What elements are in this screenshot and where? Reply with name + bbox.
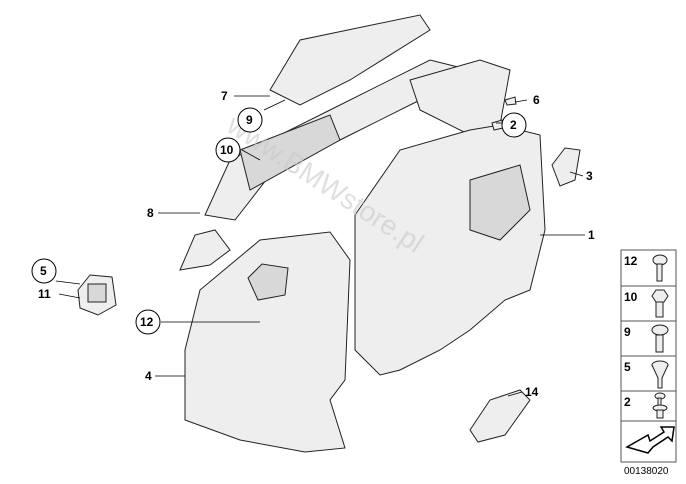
part-11-inner [87, 283, 107, 303]
part-side-panel-recess [469, 164, 531, 241]
legend-10: 10 [624, 290, 638, 304]
drawing-number: 00138020 [624, 466, 669, 477]
part-lower-panel[interactable] [184, 231, 351, 453]
legend-5: 5 [624, 360, 631, 374]
part-6-clip[interactable] [504, 96, 517, 106]
callout-5: 5 [40, 264, 47, 278]
part-upper-trim[interactable] [179, 14, 511, 271]
clip-2-icon [652, 392, 668, 419]
legend-2: 2 [624, 395, 631, 409]
screw-12-icon [652, 254, 668, 282]
callout-labels: 7 9 10 6 2 3 1 8 5 11 12 4 14 [38, 89, 595, 399]
callout-1: 1 [588, 228, 595, 242]
leader-lines [55, 95, 585, 397]
part-14-module[interactable] [469, 389, 531, 443]
callout-6: 6 [533, 93, 540, 107]
callout-9: 9 [246, 113, 253, 127]
callout-2: 2 [510, 118, 517, 132]
callout-4: 4 [145, 369, 152, 383]
fastener-legend: 12 10 9 5 2 00138020 [620, 249, 677, 477]
bolt-10-icon [651, 289, 669, 318]
part-side-panel[interactable] [354, 124, 546, 376]
arrow-icon [625, 426, 675, 454]
plug-5-icon [651, 360, 669, 389]
callout-circles [31, 107, 527, 335]
part-lower-panel-handle [247, 263, 289, 301]
part-3-clip[interactable] [551, 147, 581, 187]
legend-9: 9 [624, 325, 631, 339]
callout-7: 7 [221, 89, 228, 103]
callout-3: 3 [586, 169, 593, 183]
screw-9-icon [651, 324, 669, 353]
callout-12: 12 [140, 315, 154, 329]
callout-14: 14 [525, 385, 539, 399]
callout-11: 11 [38, 287, 51, 301]
callout-10: 10 [220, 143, 234, 157]
legend-12: 12 [624, 254, 638, 268]
callout-8: 8 [147, 206, 154, 220]
